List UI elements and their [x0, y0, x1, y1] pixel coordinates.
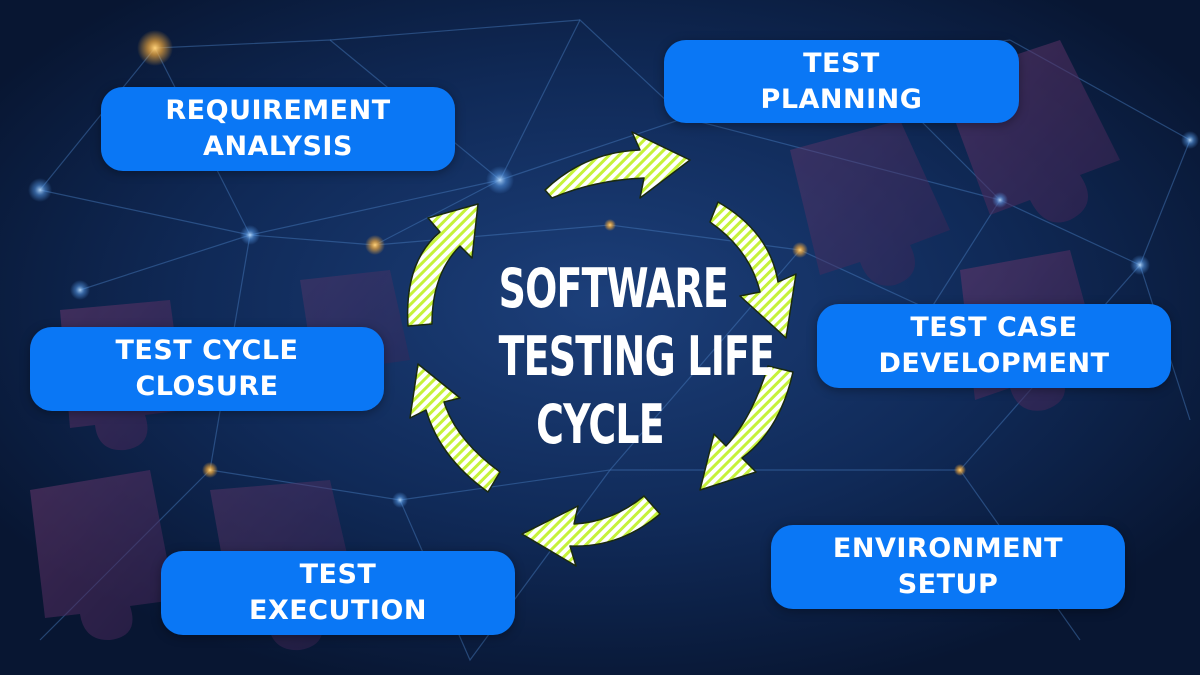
- cycle-arrow-icon: [709, 201, 797, 339]
- title-line-3: CYCLE: [536, 393, 664, 456]
- cycle-arrow-icon: [699, 365, 794, 491]
- stage-label-line-1: TEST: [803, 47, 880, 79]
- cycle-arrow-icon: [521, 495, 661, 567]
- cycle-arrow-icon: [406, 203, 479, 327]
- cycle-arrow-icon: [544, 131, 691, 199]
- stage-test-planning: TEST PLANNING: [664, 40, 1019, 123]
- diagram-title: SOFTWARE TESTING LIFE CYCLE: [498, 255, 775, 459]
- stage-label-line-2: EXECUTION: [249, 595, 427, 626]
- stage-label-line-1: REQUIREMENT: [165, 95, 391, 126]
- stage-label-line-1: ENVIRONMENT: [832, 533, 1064, 564]
- stage-test-cycle-closure: TEST CYCLE CLOSURE: [30, 327, 384, 411]
- stage-label-line-1: TEST CYCLE: [115, 335, 299, 366]
- stage-label-line-2: SETUP: [897, 569, 999, 600]
- stage-test-case-development: TEST CASE DEVELOPMENT: [817, 304, 1171, 388]
- cycle-arrow-icon: [409, 363, 501, 493]
- stage-label-line-2: CLOSURE: [135, 371, 279, 402]
- stage-label-line-2: ANALYSIS: [203, 131, 353, 162]
- title-line-1: SOFTWARE: [498, 257, 729, 320]
- title-line-2: TESTING LIFE: [498, 325, 775, 388]
- stage-test-execution: TEST EXECUTION: [161, 551, 515, 635]
- stage-environment-setup: ENVIRONMENT SETUP: [771, 525, 1125, 609]
- cycle-arrows: [406, 131, 797, 567]
- stage-requirement-analysis: REQUIREMENT ANALYSIS: [101, 87, 455, 171]
- stage-label-line-2: PLANNING: [760, 83, 923, 115]
- stage-label-line-1: TEST CASE: [910, 312, 1078, 343]
- stage-label-line-2: DEVELOPMENT: [878, 348, 1110, 379]
- stage-label-line-1: TEST: [299, 559, 377, 590]
